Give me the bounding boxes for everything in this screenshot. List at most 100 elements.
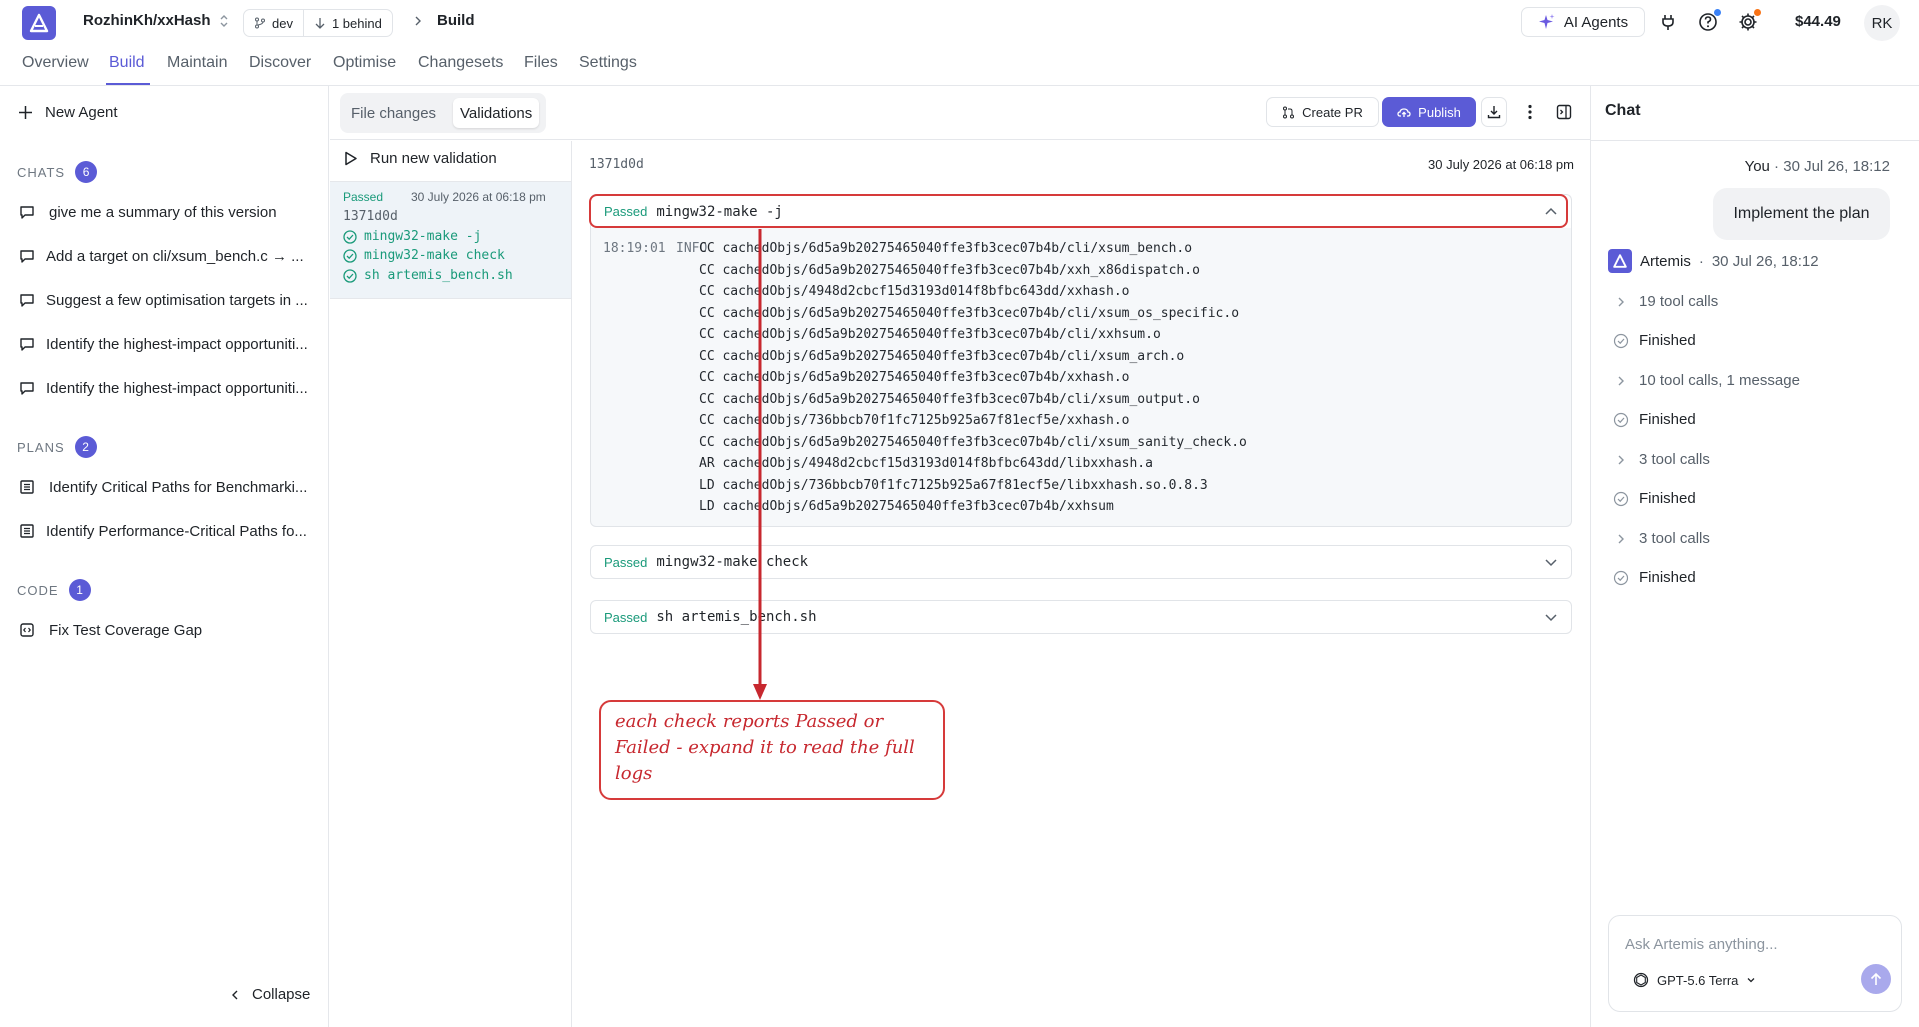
detail-hash: 1371d0d [589, 157, 644, 172]
finished-label: Finished [1639, 411, 1696, 428]
tool-calls-label: 10 tool calls, 1 message [1639, 372, 1800, 389]
check-command: sh artemis_bench.sh [656, 609, 817, 625]
chat-item[interactable]: Identify the highest-impact opportuniti.… [18, 379, 318, 397]
avatar[interactable]: RK [1864, 5, 1900, 41]
app-logo-icon[interactable] [22, 6, 56, 40]
ai-agents-button[interactable]: AI Agents [1521, 7, 1645, 37]
plug-icon[interactable] [1657, 11, 1679, 33]
chat-item[interactable]: Suggest a few optimisation targets in ..… [18, 291, 318, 309]
collapse-sidebar-button[interactable]: Collapse [230, 986, 310, 1003]
check-item: mingw32-make check [343, 248, 505, 263]
validation-runs-list: Run new validation Passed 30 July 2026 a… [330, 141, 572, 1027]
finished-label: Finished [1639, 569, 1696, 586]
tab-changesets[interactable]: Changesets [418, 54, 504, 71]
check-circle-icon [343, 248, 357, 263]
publish-label: Publish [1418, 104, 1461, 120]
run-new-validation-label: Run new validation [370, 150, 497, 167]
repo-selector[interactable]: RozhinKh/xxHash [83, 12, 229, 29]
toggle-panel-icon[interactable] [1553, 97, 1575, 127]
behind-indicator[interactable]: 1 behind [302, 10, 392, 36]
create-pr-label: Create PR [1302, 104, 1363, 120]
agent-message-meta: Artemis · 30 Jul 26, 18:12 [1608, 249, 1819, 273]
check-item: mingw32-make -j [343, 229, 481, 244]
branch-selector[interactable]: dev [244, 10, 303, 36]
check-circle-icon [1613, 491, 1629, 506]
tab-optimise[interactable]: Optimise [333, 54, 397, 71]
credit-balance[interactable]: $44.49 [1795, 13, 1841, 30]
validation-date: 30 July 2026 at 06:18 pm [411, 190, 546, 204]
plan-doc-icon [18, 478, 36, 496]
tool-calls-toggle[interactable]: 10 tool calls, 1 message [1613, 372, 1800, 389]
log-line: CC cachedObjs/6d5a9b20275465040ffe3fb3ce… [699, 305, 1240, 321]
chevron-down-icon[interactable] [1543, 609, 1559, 625]
pull-request-icon [1283, 106, 1295, 118]
tab-overview[interactable]: Overview [22, 54, 89, 71]
plan-item[interactable]: Identify Performance-Critical Paths fo..… [18, 522, 318, 540]
model-name: GPT-5.6 Terra [1657, 972, 1739, 988]
chevron-down-icon [1747, 978, 1755, 983]
chat-input-box[interactable]: Ask Artemis anything... GPT-5.6 Terra [1608, 915, 1902, 1012]
publish-button[interactable]: Publish [1382, 97, 1476, 127]
chevron-down-icon[interactable] [1543, 554, 1559, 570]
check-command: mingw32-make check [656, 554, 809, 570]
tab-discover[interactable]: Discover [249, 54, 312, 71]
log-line: CC cachedObjs/6d5a9b20275465040ffe3fb3ce… [699, 241, 1193, 256]
finished-status: Finished [1613, 332, 1696, 349]
new-agent-button[interactable]: New Agent [18, 104, 118, 121]
finished-label: Finished [1639, 332, 1696, 349]
tool-calls-toggle[interactable]: 19 tool calls [1613, 293, 1718, 310]
send-button[interactable] [1861, 964, 1891, 994]
create-pr-button[interactable]: Create PR [1266, 97, 1379, 127]
chat-item[interactable]: Identify the highest-impact opportuniti.… [18, 335, 318, 353]
log-line: LD cachedObjs/736bbcb70f1fc7125b925a67f8… [699, 477, 1208, 493]
main-nav: Overview Build Maintain Discover Optimis… [0, 44, 1919, 86]
chevron-left-icon [232, 990, 238, 999]
branch-pill: dev 1 behind [243, 9, 393, 37]
more-vertical-icon[interactable] [1520, 97, 1540, 127]
plans-count-badge: 2 [74, 436, 97, 458]
tab-files[interactable]: Files [524, 54, 558, 71]
log-line: AR cachedObjs/4948d2cbcf15d3193d014f8bfb… [699, 456, 1153, 471]
plan-item[interactable]: Identify Critical Paths for Benchmarki..… [18, 478, 318, 496]
branch-name: dev [272, 15, 293, 31]
user-message-time: 30 Jul 26, 18:12 [1783, 158, 1890, 175]
tab-settings[interactable]: Settings [579, 54, 637, 71]
download-icon[interactable] [1481, 97, 1507, 127]
chat-input-placeholder[interactable]: Ask Artemis anything... [1625, 936, 1778, 953]
behind-count: 1 behind [331, 15, 382, 31]
validation-run-card[interactable]: Passed 30 July 2026 at 06:18 pm 1371d0d … [330, 181, 571, 299]
check-status: Passed [604, 204, 648, 219]
settings-gear-icon[interactable] [1737, 9, 1761, 33]
help-icon[interactable] [1697, 9, 1721, 33]
view-switcher: File changes Validations [340, 93, 546, 133]
code-item[interactable]: Fix Test Coverage Gap [18, 621, 318, 639]
tool-calls-toggle[interactable]: 3 tool calls [1613, 451, 1710, 468]
chat-item-label: give me a summary of this version [49, 203, 277, 221]
run-new-validation-button[interactable]: Run new validation [344, 150, 497, 167]
tab-maintain[interactable]: Maintain [167, 54, 228, 71]
tab-validations[interactable]: Validations [453, 98, 540, 128]
chats-section-header: CHATS 6 [17, 161, 98, 183]
log-line: CC cachedObjs/6d5a9b20275465040ffe3fb3ce… [699, 327, 1161, 342]
tab-file-changes[interactable]: File changes [351, 104, 437, 122]
chat-item[interactable]: give me a summary of this version [18, 203, 318, 221]
arrow-up-icon [1870, 972, 1882, 985]
chevron-right-icon [1618, 455, 1624, 464]
check-circle-icon [343, 229, 357, 244]
log-line: LD cachedObjs/6d5a9b20275465040ffe3fb3ce… [699, 499, 1114, 514]
tool-calls-toggle[interactable]: 3 tool calls [1613, 530, 1710, 547]
tab-build[interactable]: Build [109, 54, 145, 71]
breadcrumb-current: Build [437, 12, 475, 29]
chat-item-label: Identify the highest-impact opportuniti.… [46, 379, 308, 397]
finished-label: Finished [1639, 490, 1696, 507]
model-selector[interactable]: GPT-5.6 Terra [1633, 972, 1756, 988]
chat-bubble-icon [18, 379, 36, 397]
chevron-right-icon [1618, 297, 1624, 306]
user-name: You [1744, 158, 1770, 175]
chat-item[interactable]: Add a target on cli/xsum_bench.c → ... [18, 247, 318, 265]
chevron-up-icon[interactable] [1543, 204, 1559, 220]
log-line: CC cachedObjs/736bbcb70f1fc7125b925a67f8… [699, 413, 1130, 428]
plan-item-label: Identify Performance-Critical Paths fo..… [46, 522, 307, 540]
